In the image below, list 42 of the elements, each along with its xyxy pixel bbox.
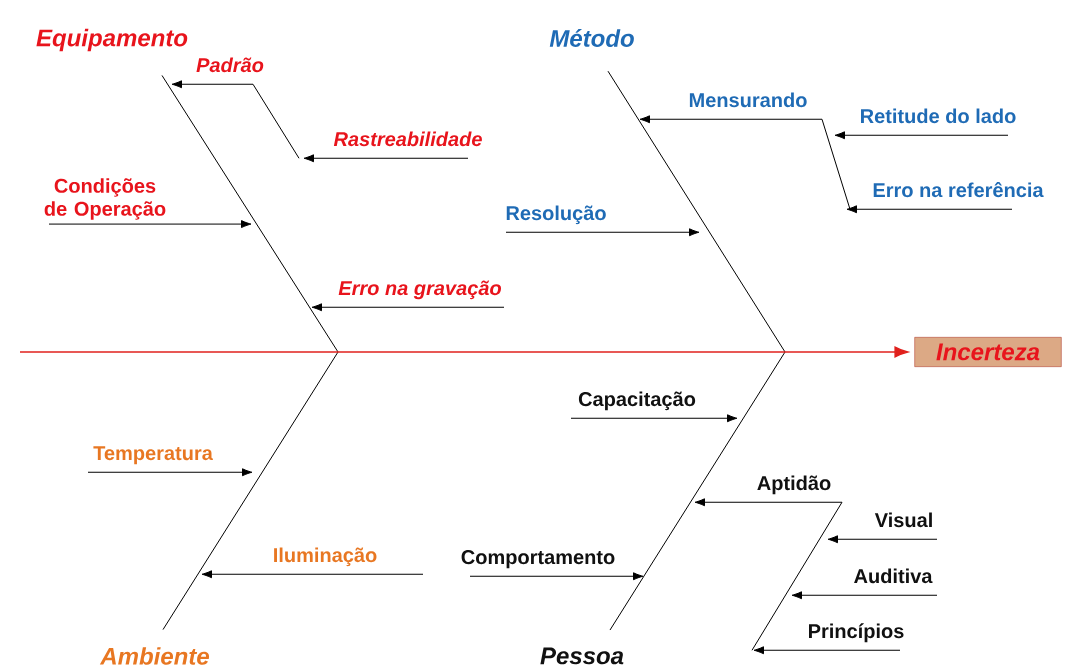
cause-label: Visual <box>874 512 932 528</box>
cause-label: Capacitação <box>578 391 696 411</box>
arrow <box>201 570 424 579</box>
arrow <box>791 591 938 600</box>
cause-label: Comportamento <box>461 550 615 569</box>
cause-label: Condições de Operação <box>44 178 166 220</box>
arrow <box>694 498 843 507</box>
cause-label: Resolução <box>506 205 606 225</box>
cause-label: Mensurando <box>689 92 807 108</box>
cause-label: Aptidão <box>757 475 831 495</box>
cause-label: Erro na gravação <box>338 280 502 300</box>
arrow <box>505 228 700 237</box>
cause-label: Temperatura <box>93 446 213 465</box>
category-heading: Ambiente <box>99 647 210 665</box>
bone-line <box>609 351 786 631</box>
spine-arrow <box>19 346 909 358</box>
arrow <box>311 303 505 312</box>
arrow <box>639 115 823 124</box>
arrow <box>753 646 901 655</box>
arrow <box>834 131 1009 140</box>
bone-line <box>161 74 339 353</box>
arrow <box>303 154 469 163</box>
cause-label: Padrão <box>196 57 264 73</box>
effect-box: Incerteza <box>914 337 1062 367</box>
arrow <box>171 80 254 89</box>
cause-label: Iluminação <box>274 547 377 567</box>
arrow <box>570 414 738 423</box>
arrow <box>469 572 644 581</box>
cause-label: Erro na referência <box>873 182 1044 198</box>
bone-line <box>162 351 339 631</box>
arrow <box>87 468 253 477</box>
bone-line <box>607 70 786 353</box>
category-heading: Método <box>549 29 634 47</box>
cause-label: Princípios <box>809 623 904 643</box>
arrow <box>846 205 1013 214</box>
cause-label: Rastreabilidade <box>333 131 482 147</box>
category-heading: Equipamento <box>36 28 188 52</box>
arrow <box>827 535 938 544</box>
cause-label: Retitude do lado <box>861 108 1016 124</box>
category-heading: Pessoa <box>540 647 624 665</box>
arrow <box>48 220 252 229</box>
cause-label: Auditiva <box>854 568 933 584</box>
